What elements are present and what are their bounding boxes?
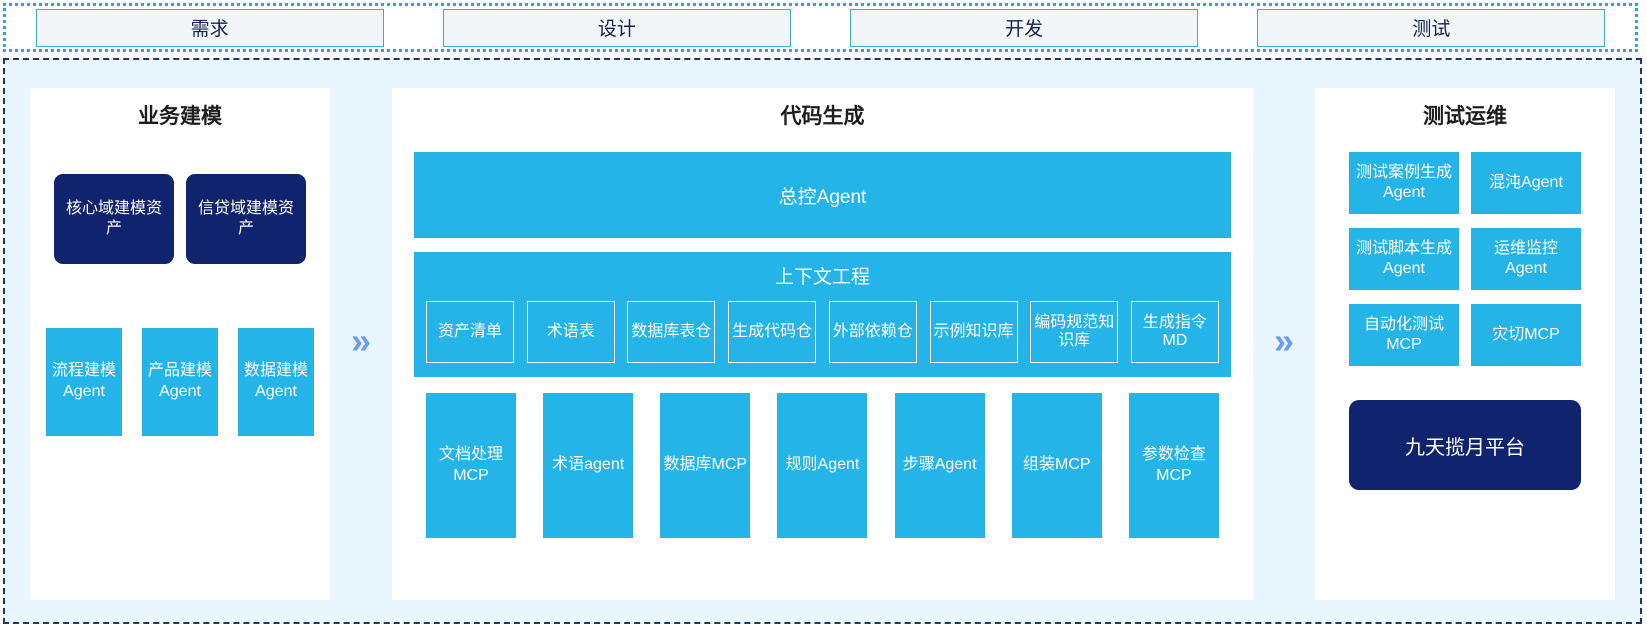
agent-label: 流程建模Agent xyxy=(51,362,116,400)
tool-label: 参数检查MCP xyxy=(1141,445,1206,484)
phase-box-design[interactable]: 设计 xyxy=(442,8,791,47)
test-ops-label: 测试案例生成Agent xyxy=(1355,164,1452,201)
test-ops-label: 自动化测试MCP xyxy=(1363,316,1444,353)
context-item-glossary[interactable]: 术语表 xyxy=(526,301,615,363)
phase-strip: 需求 设计 开发 测试 xyxy=(3,3,1638,52)
context-item-example-knowledge-base[interactable]: 示例知识库 xyxy=(929,301,1018,363)
chevron-right-icon-1: » xyxy=(350,320,372,361)
context-item-row: 资产清单 术语表 数据库表仓 生成代码仓 外部依赖仓 xyxy=(414,301,1231,363)
master-agent-banner[interactable]: 总控Agent xyxy=(414,152,1231,238)
agent-box-data-modeling[interactable]: 数据建模Agent xyxy=(238,328,314,436)
phase-box-requirements[interactable]: 需求 xyxy=(35,8,384,47)
panel-title: 代码生成 xyxy=(780,105,865,128)
agent-box-process-modeling[interactable]: 流程建模Agent xyxy=(46,328,122,436)
panel-title: 测试运维 xyxy=(1423,105,1507,128)
chevron-right-icon-2: » xyxy=(1273,320,1295,361)
tool-label: 术语agent xyxy=(552,456,625,474)
tool-box-parameter-check-mcp[interactable]: 参数检查MCP xyxy=(1128,393,1219,538)
panel-business-modeling: 业务建模 核心域建模资产 信贷域建模资产 流程建模Agent 产品建模Agent… xyxy=(30,88,330,600)
phase-label: 开发 xyxy=(1005,19,1044,40)
tool-row: 文档处理MCP 术语agent 数据库MCP 规则Agent 步骤Agent xyxy=(414,393,1231,538)
context-item-generation-instruction-md[interactable]: 生成指令MD xyxy=(1130,301,1219,363)
context-item-label: 编码规范知识库 xyxy=(1034,313,1115,349)
test-ops-box-test-case-generation-agent[interactable]: 测试案例生成Agent xyxy=(1349,152,1459,214)
test-ops-box-disaster-switch-mcp[interactable]: 灾切MCP xyxy=(1471,304,1581,366)
phase-box-development[interactable]: 开发 xyxy=(850,8,1199,47)
test-ops-label: 运维监控Agent xyxy=(1493,240,1558,277)
test-ops-box-test-script-generation-agent[interactable]: 测试脚本生成Agent xyxy=(1349,228,1459,290)
tool-label: 数据库MCP xyxy=(663,456,748,474)
panel-test-operations: 测试运维 测试案例生成Agent 混沌Agent 测试脚本生成Agent 运维监… xyxy=(1315,88,1615,600)
panel-code-generation: 代码生成 总控Agent 上下文工程 资产清单 术语表 xyxy=(392,88,1253,600)
context-item-label: 术语表 xyxy=(546,322,595,340)
context-engineering-title: 上下文工程 xyxy=(774,267,870,288)
context-item-label: 生成代码仓 xyxy=(732,322,813,340)
context-item-label: 生成指令MD xyxy=(1142,313,1207,349)
context-engineering-block: 上下文工程 资产清单 术语表 数据库表仓 生成代码仓 xyxy=(414,252,1231,377)
modeling-agent-row: 流程建模Agent 产品建模Agent 数据建模Agent xyxy=(30,328,330,436)
context-item-label: 外部依赖仓 xyxy=(832,322,913,340)
test-ops-label: 混沌Agent xyxy=(1489,174,1563,191)
test-ops-grid: 测试案例生成Agent 混沌Agent 测试脚本生成Agent 运维监控Agen… xyxy=(1315,152,1615,366)
asset-label: 信贷域建模资产 xyxy=(197,200,294,237)
master-agent-label: 总控Agent xyxy=(778,186,867,208)
tool-box-document-processing-mcp[interactable]: 文档处理MCP xyxy=(426,393,516,538)
asset-box-credit-domain[interactable]: 信贷域建模资产 xyxy=(186,174,306,264)
tool-label: 组装MCP xyxy=(1023,456,1091,474)
tool-box-rule-agent[interactable]: 规则Agent xyxy=(777,393,868,538)
test-ops-label: 测试脚本生成Agent xyxy=(1355,240,1452,277)
platform-label: 九天揽月平台 xyxy=(1405,436,1525,459)
platform-box-jiutian-lanyue[interactable]: 九天揽月平台 xyxy=(1349,400,1581,490)
agent-box-product-modeling[interactable]: 产品建模Agent xyxy=(142,328,218,436)
tool-box-glossary-agent[interactable]: 术语agent xyxy=(543,393,634,538)
phase-label: 测试 xyxy=(1412,19,1451,40)
asset-label: 核心域建模资产 xyxy=(65,200,162,237)
tool-box-assembly-mcp[interactable]: 组装MCP xyxy=(1011,393,1102,538)
phase-label: 需求 xyxy=(190,19,229,40)
test-ops-box-chaos-agent[interactable]: 混沌Agent xyxy=(1471,152,1581,214)
tool-box-database-mcp[interactable]: 数据库MCP xyxy=(660,393,751,538)
context-item-label: 数据库表仓 xyxy=(631,322,712,340)
agent-label: 数据建模Agent xyxy=(243,362,308,400)
context-item-asset-list[interactable]: 资产清单 xyxy=(426,301,514,363)
center-content: 总控Agent 上下文工程 资产清单 术语表 数据库表仓 xyxy=(392,130,1253,538)
phase-label: 设计 xyxy=(597,19,636,40)
asset-box-core-domain[interactable]: 核心域建模资产 xyxy=(54,174,174,264)
agent-label: 产品建模Agent xyxy=(147,362,212,400)
test-ops-label: 灾切MCP xyxy=(1492,326,1560,343)
context-item-db-table-repo[interactable]: 数据库表仓 xyxy=(627,301,716,363)
main-area: 业务建模 核心域建模资产 信贷域建模资产 流程建模Agent 产品建模Agent… xyxy=(3,58,1642,624)
asset-row: 核心域建模资产 信贷域建模资产 xyxy=(30,174,330,264)
tool-label: 文档处理MCP xyxy=(438,445,503,484)
context-item-label: 资产清单 xyxy=(437,322,502,340)
test-ops-box-automated-test-mcp[interactable]: 自动化测试MCP xyxy=(1349,304,1459,366)
tool-box-step-agent[interactable]: 步骤Agent xyxy=(894,393,985,538)
tool-label: 规则Agent xyxy=(785,456,860,474)
test-ops-box-ops-monitoring-agent[interactable]: 运维监控Agent xyxy=(1471,228,1581,290)
phase-box-testing[interactable]: 测试 xyxy=(1257,8,1606,47)
context-item-label: 示例知识库 xyxy=(933,322,1014,340)
panel-title: 业务建模 xyxy=(138,105,222,128)
context-item-coding-standard-knowledge-base[interactable]: 编码规范知识库 xyxy=(1030,301,1119,363)
context-item-external-dependency-repo[interactable]: 外部依赖仓 xyxy=(828,301,917,363)
tool-label: 步骤Agent xyxy=(902,456,977,474)
context-item-generated-code-repo[interactable]: 生成代码仓 xyxy=(728,301,817,363)
